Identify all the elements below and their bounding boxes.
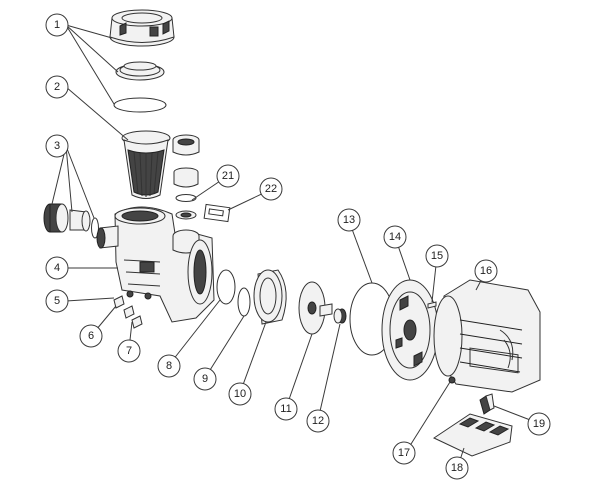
callout-18: 18 (445, 456, 469, 480)
svg-text:8: 8 (166, 360, 172, 372)
warning-label-tag (203, 203, 231, 223)
motor-base-foot (432, 413, 513, 457)
drain-plugs (113, 290, 152, 329)
callout-7: 7 (117, 339, 141, 363)
callout-4: 4 (45, 256, 69, 280)
svg-text:2: 2 (54, 81, 60, 93)
callout-2: 2 (45, 75, 69, 99)
callout-3: 3 (45, 134, 69, 158)
svg-text:1: 1 (54, 19, 60, 31)
callout-1: 1 (45, 13, 69, 37)
callout-13: 13 (337, 208, 361, 232)
callout-8: 8 (157, 354, 181, 378)
svg-text:12: 12 (312, 415, 324, 427)
callout-15: 15 (425, 244, 449, 268)
svg-text:4: 4 (54, 262, 60, 274)
svg-text:22: 22 (265, 183, 277, 195)
base-clip (479, 393, 495, 415)
svg-text:3: 3 (54, 140, 60, 152)
svg-text:21: 21 (222, 170, 234, 182)
callout-21: 21 (216, 164, 240, 188)
svg-text:17: 17 (398, 447, 410, 459)
motor (433, 279, 541, 393)
callout-16: 16 (474, 259, 498, 283)
svg-text:18: 18 (451, 462, 463, 474)
callout-17: 17 (392, 441, 416, 465)
svg-text:11: 11 (280, 403, 291, 415)
callout-5: 5 (45, 289, 69, 313)
union-fitting-stack (172, 134, 200, 220)
svg-text:15: 15 (431, 250, 443, 262)
seal-plate-screw (427, 301, 437, 309)
svg-text:19: 19 (533, 418, 545, 430)
svg-text:7: 7 (126, 345, 132, 357)
svg-text:9: 9 (202, 373, 208, 385)
callout-9: 9 (193, 367, 217, 391)
clear-lid (115, 61, 165, 81)
callout-22: 22 (259, 177, 283, 201)
lid-o-ring (113, 97, 167, 113)
svg-text:6: 6 (88, 330, 94, 342)
impeller (298, 281, 333, 335)
mechanical-seal (333, 308, 347, 324)
callout-12: 12 (306, 409, 330, 433)
strainer-basket (121, 130, 171, 199)
callout-11: 11 (274, 397, 298, 421)
seal-plate (381, 279, 439, 381)
svg-text:5: 5 (54, 295, 60, 307)
pump-housing (96, 206, 215, 323)
side-union-fitting (43, 203, 99, 239)
svg-text:13: 13 (343, 214, 355, 226)
lid-lock-ring (109, 9, 175, 47)
callout-10: 10 (228, 382, 252, 406)
diffuser (237, 269, 287, 325)
callout-6: 6 (79, 324, 103, 348)
motor-fastener (448, 376, 456, 384)
callout-14: 14 (383, 225, 407, 249)
svg-text:10: 10 (234, 388, 246, 400)
housing-o-ring (216, 269, 236, 305)
callout-19: 19 (527, 412, 551, 436)
svg-text:14: 14 (389, 231, 401, 243)
svg-text:16: 16 (480, 265, 492, 277)
